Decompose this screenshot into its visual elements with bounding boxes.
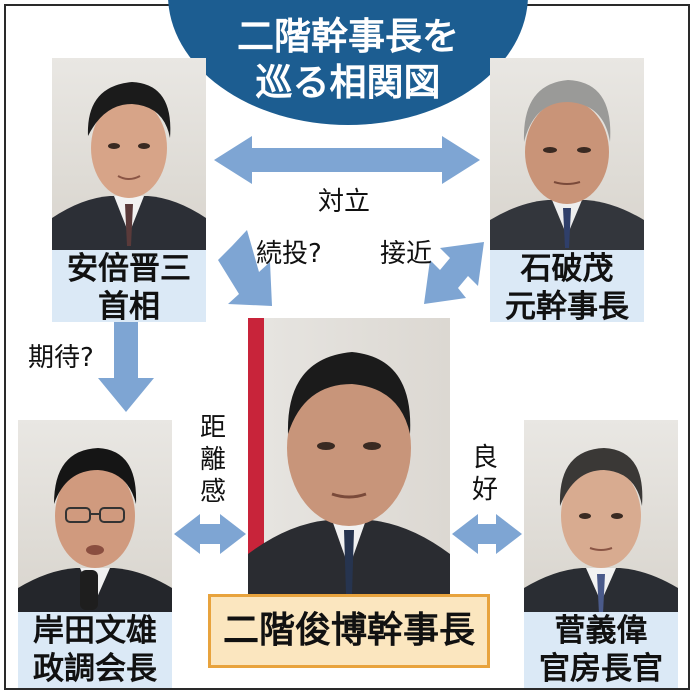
arrow-expectation <box>98 322 154 412</box>
photo-ishiba <box>490 58 644 250</box>
arrow-opposition <box>214 136 480 184</box>
good-char-1: 良 <box>471 443 498 473</box>
arrow-continuation <box>218 230 272 306</box>
label-suga: 菅義偉 官房長官 <box>524 612 678 688</box>
good-char-2: 好 <box>471 475 498 505</box>
ishiba-name: 石破茂 <box>520 251 614 287</box>
abe-name: 安倍晋三 <box>67 251 191 287</box>
ishiba-title: 元幹事長 <box>505 289 629 325</box>
arrow-distance <box>174 514 246 554</box>
relation-opposition: 対立 <box>318 187 371 217</box>
abe-title: 首相 <box>98 289 160 325</box>
diagram-title: 二階幹事長を 巡る相関図 <box>188 14 508 106</box>
arrow-good <box>452 514 522 554</box>
relation-expectation: 期待? <box>28 343 94 373</box>
label-kishida: 岸田文雄 政調会長 <box>18 612 172 688</box>
photo-abe <box>52 58 206 250</box>
title-line-2: 巡る相関図 <box>255 61 441 104</box>
photo-kishida <box>18 420 172 616</box>
photo-suga <box>524 420 678 616</box>
relation-continuation: 続投? <box>256 239 322 269</box>
kishida-name: 岸田文雄 <box>33 613 157 649</box>
photo-nikai <box>248 318 450 598</box>
label-abe: 安倍晋三 首相 <box>52 250 206 325</box>
relation-good: 良 好 <box>468 442 502 506</box>
distance-char-2: 離 <box>199 445 226 475</box>
distance-char-1: 距 <box>199 413 226 443</box>
suga-name: 菅義偉 <box>554 613 648 649</box>
kishida-title: 政調会長 <box>33 651 157 687</box>
relation-approach: 接近 <box>380 239 433 269</box>
distance-char-3: 感 <box>199 477 226 507</box>
relation-distance: 距 離 感 <box>196 412 230 508</box>
label-nikai: 二階俊博幹事長 <box>208 594 490 668</box>
title-line-1: 二階幹事長を <box>237 15 459 58</box>
arrow-approach <box>424 242 484 304</box>
suga-title: 官房長官 <box>539 651 663 687</box>
label-ishiba: 石破茂 元幹事長 <box>490 250 644 325</box>
